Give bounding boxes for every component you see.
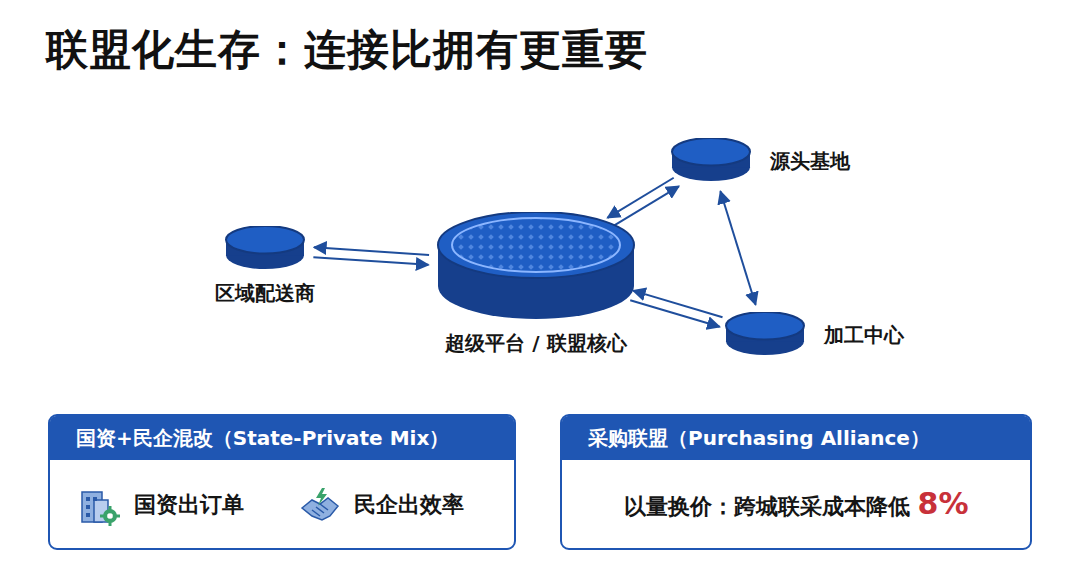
arrow-line	[630, 300, 719, 327]
platform-disk: 加工中心	[724, 312, 806, 358]
panel-header: 采购联盟（Purchasing Alliance）	[562, 416, 1030, 460]
panel-item: 国资出订单	[134, 490, 244, 520]
platform-disk: 区域配送商	[224, 226, 306, 272]
diagram-title: 联盟化生存：连接比拥有更重要	[46, 22, 648, 78]
panel-title: 国资+民企混改（State-Private Mix）	[76, 426, 449, 450]
arrow-line	[314, 247, 429, 255]
node-label: 超级平台 / 联盟核心	[445, 330, 626, 357]
arrow-line	[720, 191, 755, 304]
connector	[607, 178, 678, 227]
panel-header: 国资+民企混改（State-Private Mix）	[50, 416, 514, 460]
connector	[630, 291, 722, 327]
handshake-icon	[302, 488, 338, 520]
arrow-line	[607, 178, 673, 218]
highlight-number: 8%	[918, 486, 969, 521]
panel-title: 采购联盟（Purchasing Alliance）	[588, 426, 930, 450]
info-panel: 采购联盟（Purchasing Alliance） 以量换价：跨城联采成本降低 8%	[560, 414, 1032, 550]
arrow-line	[313, 257, 428, 265]
arrow-line	[633, 291, 722, 318]
platform-disk: 超级平台 / 联盟核心	[436, 212, 636, 322]
connector	[720, 191, 755, 304]
connector	[313, 247, 429, 265]
platform-disk: 源头基地	[670, 138, 752, 184]
node-label: 区域配送商	[215, 280, 315, 307]
node-label: 源头基地	[770, 148, 850, 175]
panel-body: 以量换价：跨城联采成本降低 8%	[624, 486, 969, 522]
info-panel: 国资+民企混改（State-Private Mix） 国资出订单 民企出效率	[48, 414, 516, 550]
arrow-line	[613, 186, 679, 226]
building-gear-icon	[82, 492, 120, 526]
node-label: 加工中心	[824, 322, 904, 349]
panel-item: 以量换价：跨城联采成本降低	[624, 494, 910, 519]
panel-item: 民企出效率	[354, 490, 464, 520]
